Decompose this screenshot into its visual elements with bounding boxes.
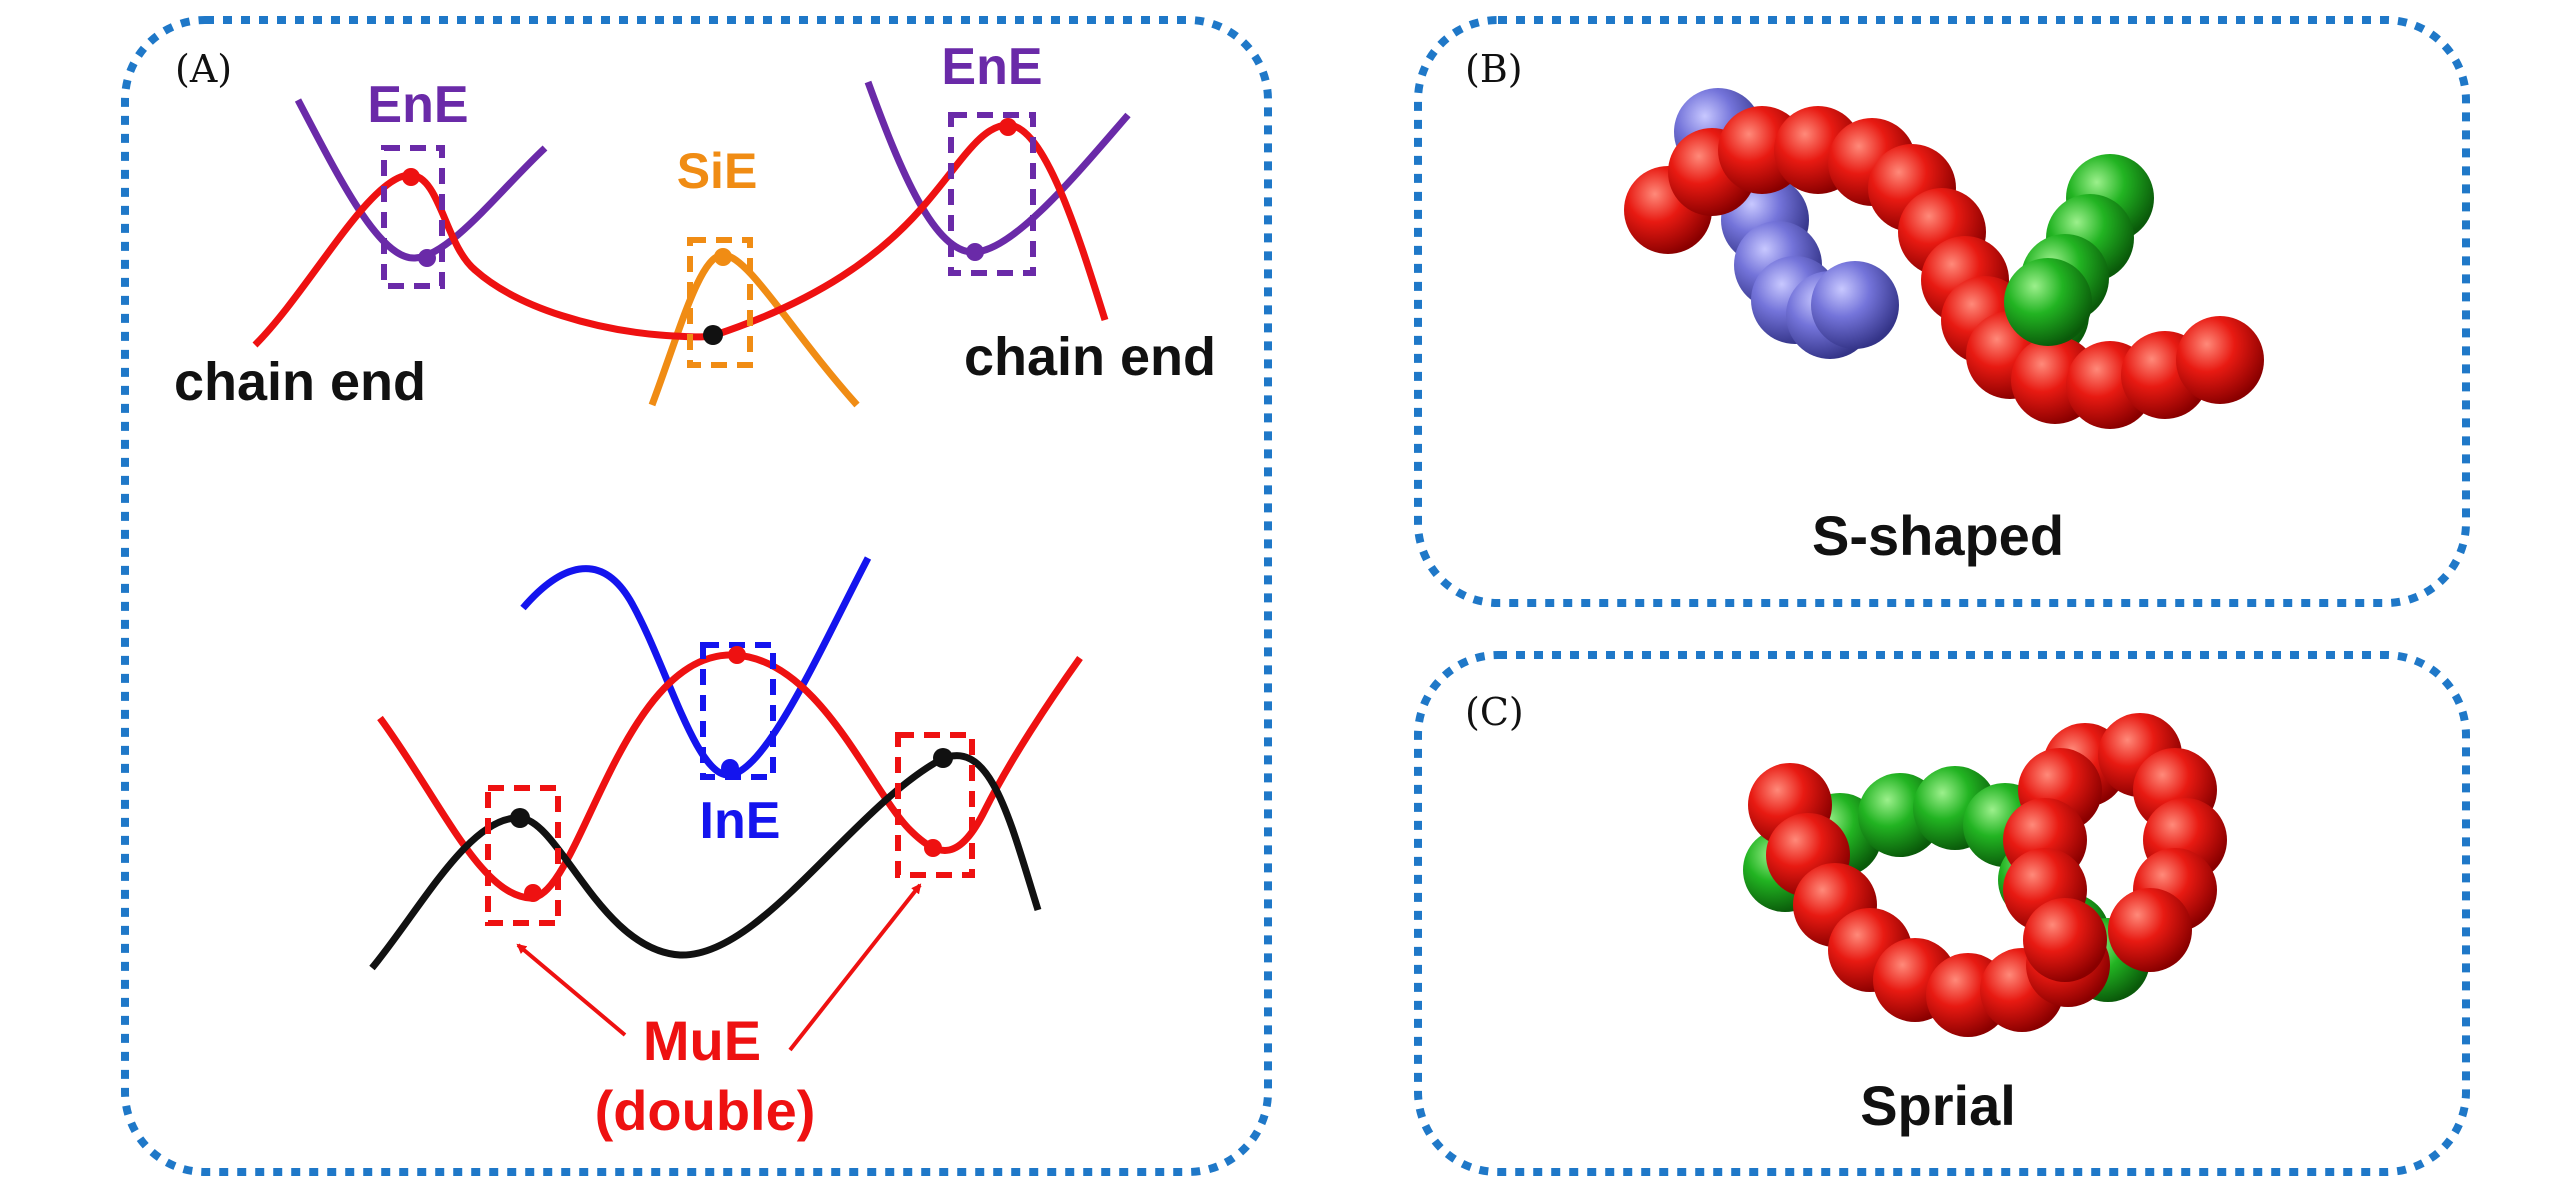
mue-right-box [895,732,975,878]
sie-orange-dot [714,248,732,266]
green-bead-front [2004,258,2092,346]
sie-label: SiE [677,143,758,199]
sie-box [687,237,753,368]
panel-b-caption: S-shaped [1812,504,2064,567]
red-beads-c [1748,763,2110,1037]
panel-b-frame [1414,16,2470,607]
mue-left-red-dot [524,884,542,902]
panel-b-label: (B) [1465,47,1523,91]
mue-arrow-left [516,943,627,1037]
sie-black-dot [703,325,723,345]
mue-label: MuE [643,1009,761,1072]
spiral-chain [1743,713,2227,1037]
ine-label: InE [700,792,781,850]
mue-right-red-dot [924,839,942,857]
red-loop-front [2003,748,2107,982]
mue-arrow-right [788,883,922,1052]
mue-right-black-dot [933,748,953,768]
ene-left-label: EnE [367,76,468,134]
chain-end-right-label: chain end [964,327,1216,387]
chain-end-left-label: chain end [174,352,426,412]
black-chain-bottom [369,752,1042,971]
mue-left-box [485,785,561,926]
ene-right-box [948,112,1036,276]
ene-left-box [381,145,445,289]
ene-right-red-dot [999,118,1017,136]
purple-well-left [294,98,548,262]
panel-c-label: (C) [1465,690,1524,734]
ine-red-dot [728,646,746,664]
ene-left-purple-dot [418,249,436,267]
panel-a-label: (A) [175,47,232,91]
ene-right-purple-dot [966,243,984,261]
ine-blue-dot [721,759,739,777]
panel-c-frame [1414,651,2470,1176]
panel-c-caption: Sprial [1860,1074,2016,1137]
mue-left-black-dot [510,808,530,828]
red-beads-b [1624,106,2264,429]
ene-right-label: EnE [941,38,1042,96]
mue-sub-label: (double) [595,1079,816,1142]
panel-a-bottom-diagram: InE MuE (double) [369,556,1083,1142]
s-shaped-chain [1624,88,2264,429]
orange-hump [648,251,860,408]
ine-box [700,642,776,780]
panel-a-frame [121,16,1272,1176]
ene-left-red-dot [402,168,420,186]
panel-a-top-diagram: EnE EnE SiE chain end chain end [174,38,1216,412]
